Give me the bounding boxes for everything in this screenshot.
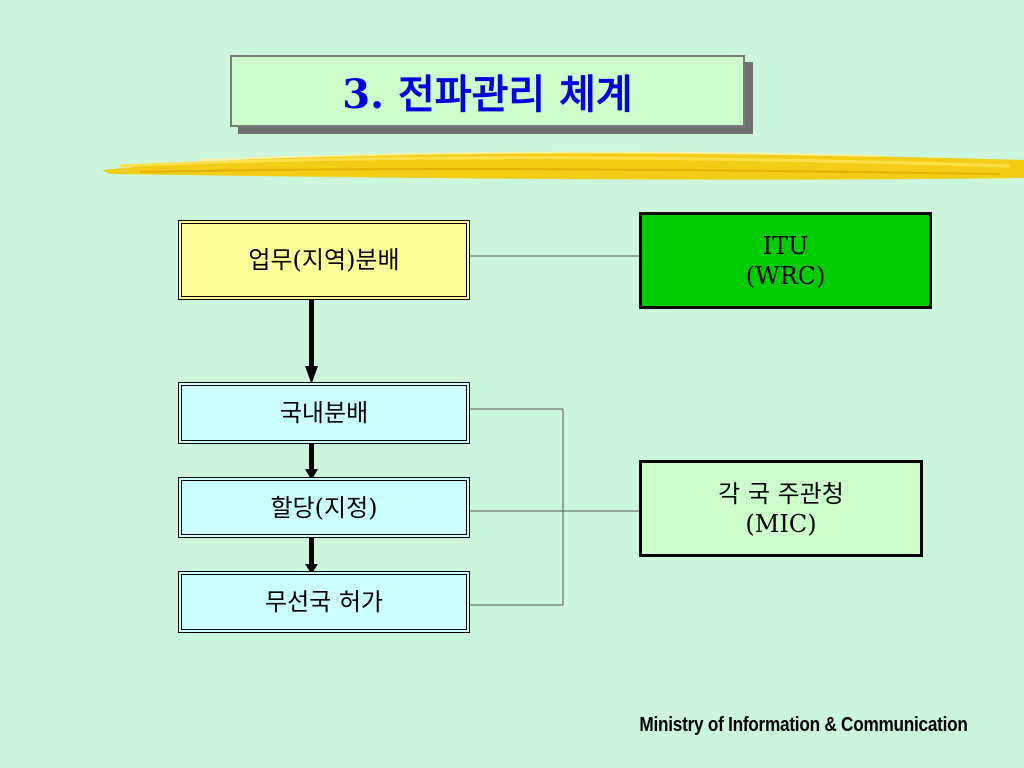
itu-box: ITU (WRC) [639,212,932,309]
station-license-label: 무선국 허가 [264,588,384,616]
page-title: 3. 전파관리 체계 [342,71,633,118]
connector-mic-bracket [470,408,640,606]
itu-label: ITU [762,231,809,260]
domestic-allocation-label: 국내분배 [279,399,369,427]
title-box: 3. 전파관리 체계 [230,55,745,127]
business-allocation-box: 업무(지역)분배 [178,220,470,300]
mic-box: 각 국 주관청 (MIC) [639,460,923,557]
domestic-allocation-box: 국내분배 [178,382,470,444]
assignment-box: 할당(지정) [178,477,470,538]
arrow-down-2 [305,443,318,480]
arrow-down-3 [305,536,318,574]
footer-text: Ministry of Information & Communication [639,714,968,736]
mic-label: (MIC) [745,509,817,538]
arrow-down-1 [305,290,318,384]
assignment-label: 할당(지정) [270,493,378,522]
business-allocation-label: 업무(지역)분배 [248,246,400,274]
station-license-box: 무선국 허가 [178,571,470,633]
wrc-label: (WRC) [745,261,826,290]
brush-stroke [102,151,1024,180]
mic-authority-label: 각 국 주관청 [718,479,844,508]
